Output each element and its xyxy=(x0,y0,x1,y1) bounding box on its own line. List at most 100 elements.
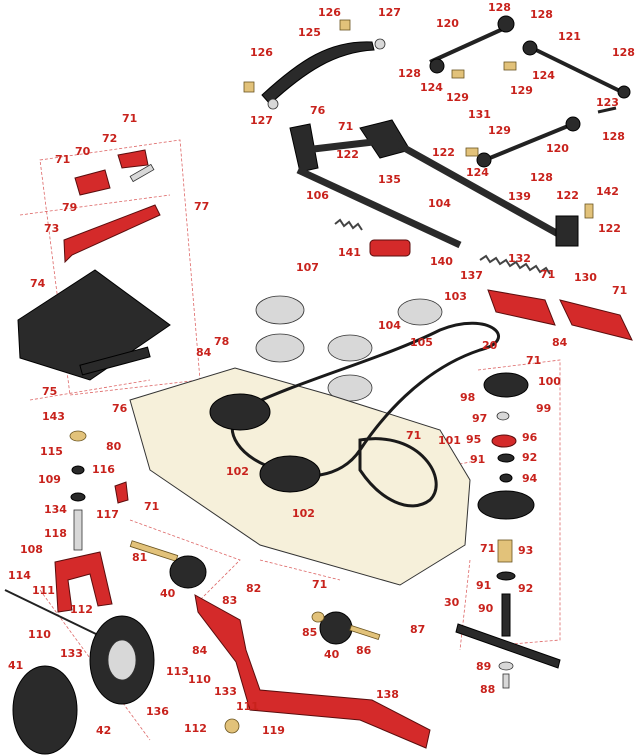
callout-106: 106 xyxy=(306,189,329,202)
callout-119: 119 xyxy=(262,724,285,737)
callout-42: 42 xyxy=(96,724,111,737)
caster-fork-108 xyxy=(54,551,113,613)
callout-130: 130 xyxy=(574,271,597,284)
callout-108: 108 xyxy=(20,543,43,556)
callout-116: 116 xyxy=(92,463,115,476)
roller-40-left xyxy=(169,555,207,589)
bearing-134 xyxy=(70,492,86,502)
spacer-129-left xyxy=(451,69,465,79)
callout-104-bottom: 104 xyxy=(378,319,401,332)
callout-122-top: 122 xyxy=(336,148,359,161)
callout-142: 142 xyxy=(596,185,619,198)
callout-84-left: 84 xyxy=(196,346,212,359)
cap-143 xyxy=(69,430,87,442)
hinge-75 xyxy=(79,346,151,376)
rod-end-121 xyxy=(617,85,631,99)
spindle-left xyxy=(209,393,271,431)
callout-128-top-b: 128 xyxy=(530,8,553,21)
spring-132 xyxy=(479,254,551,275)
callout-126-top: 126 xyxy=(318,6,341,19)
callout-118: 118 xyxy=(44,527,67,540)
callout-138: 138 xyxy=(376,688,399,701)
callout-86: 86 xyxy=(356,644,372,657)
rod-79 xyxy=(129,163,155,183)
callout-133-left: 133 xyxy=(60,647,83,660)
callout-117: 117 xyxy=(96,508,119,521)
callout-131: 131 xyxy=(468,108,491,121)
rod-120-mid xyxy=(484,122,574,162)
callout-71-top: 71 xyxy=(338,120,353,133)
callout-111-right: 111 xyxy=(236,700,259,713)
callout-91-bottom: 91 xyxy=(476,579,491,592)
pulley-100 xyxy=(483,372,529,398)
washer-109 xyxy=(71,465,85,475)
callout-121: 121 xyxy=(558,30,581,43)
callout-88: 88 xyxy=(480,683,495,696)
bracket-70 xyxy=(74,169,111,196)
callout-41: 41 xyxy=(8,659,23,672)
bolt-123 xyxy=(597,106,617,114)
bushing-124-left xyxy=(429,58,445,74)
callout-71-left-mid: 71 xyxy=(55,153,70,166)
bolt-88 xyxy=(502,673,510,689)
spacer-119 xyxy=(224,718,240,734)
pulley-96 xyxy=(491,434,517,448)
blade-30 xyxy=(455,623,561,669)
callout-76-top: 76 xyxy=(310,104,326,117)
roller-axle-81 xyxy=(129,540,179,562)
callout-128-right: 128 xyxy=(612,46,635,59)
washer-97 xyxy=(496,411,510,421)
callout-98: 98 xyxy=(460,391,475,404)
callout-101: 101 xyxy=(438,434,461,447)
callout-139: 139 xyxy=(508,190,531,203)
callout-143: 143 xyxy=(42,410,65,423)
callout-122-right-a: 122 xyxy=(556,189,579,202)
deck-belt xyxy=(358,437,438,508)
callout-40-right: 40 xyxy=(324,648,340,661)
callout-127-left: 127 xyxy=(250,114,273,127)
callout-73: 73 xyxy=(44,222,59,235)
callout-78: 78 xyxy=(214,335,229,348)
callout-111-left: 111 xyxy=(32,584,55,597)
washer-127-left xyxy=(267,98,279,110)
bumper-83 xyxy=(194,594,431,749)
bracket-116 xyxy=(114,481,129,504)
callout-109: 109 xyxy=(38,473,61,486)
callout-112-left: 112 xyxy=(70,603,93,616)
caster-wheel-hub xyxy=(107,639,137,681)
callout-105: 105 xyxy=(410,336,433,349)
rod-121 xyxy=(531,46,623,94)
callout-99: 99 xyxy=(536,402,551,415)
pulley-top-mid xyxy=(327,334,373,362)
roller-40-right xyxy=(319,611,353,645)
spacer-93 xyxy=(497,539,513,563)
callout-72: 72 xyxy=(102,132,117,145)
callout-120-mid: 120 xyxy=(546,142,569,155)
callout-132: 132 xyxy=(508,252,531,265)
callout-labels: 126 127 125 126 127 120 128 128 121 128 … xyxy=(8,1,635,737)
callout-134: 134 xyxy=(44,503,67,516)
bracket-122-right xyxy=(555,215,579,247)
bracket-72 xyxy=(117,149,149,169)
callout-71-left-top: 71 xyxy=(122,112,137,125)
callout-128-top-a: 128 xyxy=(488,1,511,14)
callout-120-top: 120 xyxy=(436,17,459,30)
bushing-124-mid xyxy=(476,152,492,168)
callout-125: 125 xyxy=(298,26,321,39)
callout-137: 137 xyxy=(460,269,483,282)
callout-71-bottom: 71 xyxy=(312,578,327,591)
callout-83: 83 xyxy=(222,594,237,607)
callout-135: 135 xyxy=(378,173,401,186)
callout-89: 89 xyxy=(476,660,491,673)
bearing-91-top xyxy=(497,453,515,463)
callout-76-left: 76 xyxy=(112,402,128,415)
callout-102-bottom: 102 xyxy=(292,507,315,520)
spindle-shaft-90 xyxy=(501,593,511,637)
callout-128-mid-right: 128 xyxy=(602,130,625,143)
callout-103: 103 xyxy=(444,290,467,303)
bracket-104 xyxy=(369,239,411,257)
callout-71-right-a: 71 xyxy=(540,268,555,281)
callout-96: 96 xyxy=(522,431,538,444)
spacer-129-mid xyxy=(465,147,479,157)
callout-133-right: 133 xyxy=(214,685,237,698)
